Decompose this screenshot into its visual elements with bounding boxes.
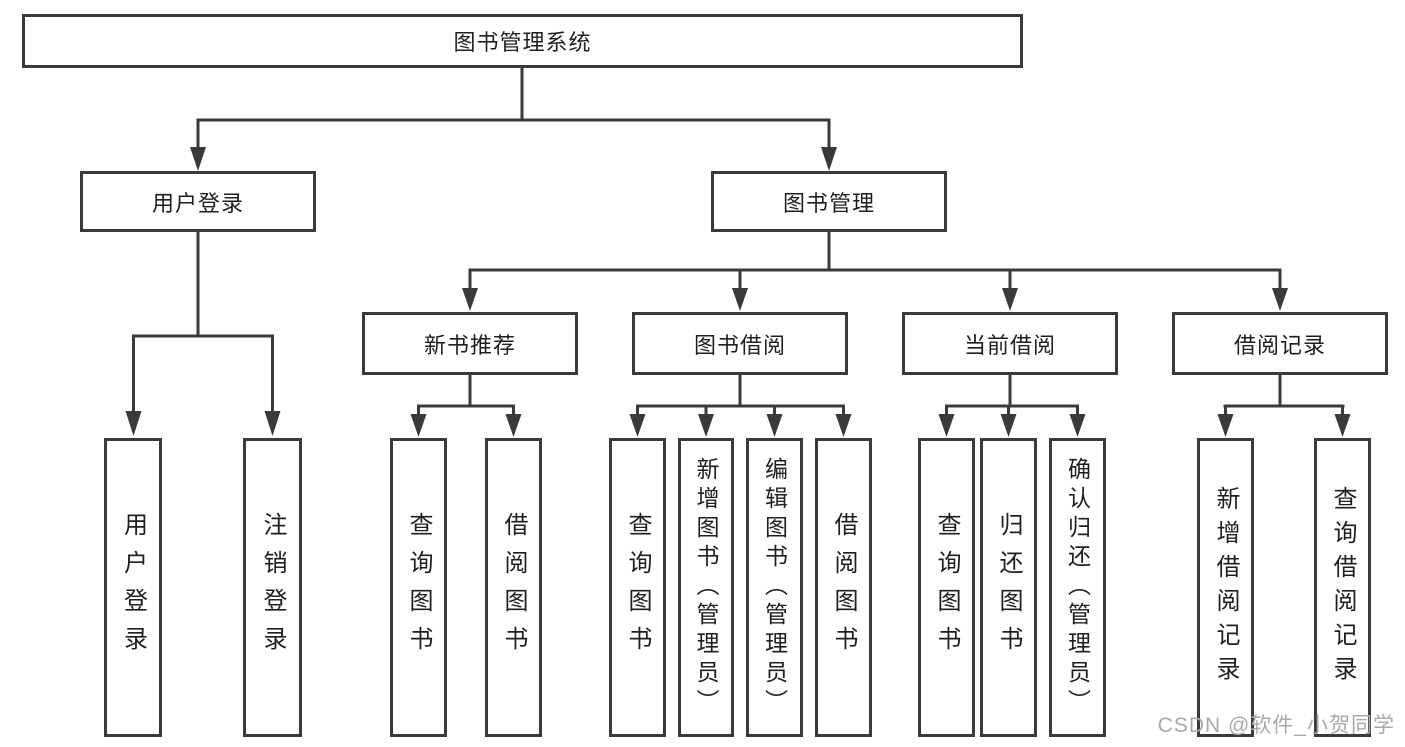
node-borrowing-records: 借阅记录 — [1172, 312, 1388, 375]
node-book-borrowing: 图书借阅 — [632, 312, 848, 375]
node-user-login-branch: 用户登录 — [80, 171, 316, 232]
node-root: 图书管理系统 — [22, 14, 1023, 68]
node-query-books-recommend: 查询图书 — [390, 438, 447, 737]
node-new-book-recommendation-label: 新书推荐 — [423, 332, 516, 358]
node-query-borrow-record: 查询借阅记录 — [1314, 438, 1371, 737]
node-edit-books-admin: 编辑图书（管理员） — [746, 438, 803, 737]
node-borrowing-records-label: 借阅记录 — [1233, 332, 1326, 358]
node-add-books-admin: 新增图书（管理员） — [678, 438, 734, 737]
node-query-books-current-label: 查询图书 — [933, 511, 960, 664]
node-user-login-branch-label: 用户登录 — [151, 190, 244, 216]
node-borrow-books-borrowing-label: 借阅图书 — [830, 511, 857, 664]
node-new-book-recommendation: 新书推荐 — [362, 312, 578, 375]
node-query-books-borrowing-label: 查询图书 — [624, 511, 651, 664]
node-borrow-books-recommend: 借阅图书 — [485, 438, 542, 737]
node-borrow-books-recommend-label: 借阅图书 — [500, 511, 527, 664]
node-user-login-leaf: 用户登录 — [104, 438, 162, 737]
node-confirm-return-admin-label: 确认归还（管理员） — [1064, 457, 1091, 718]
node-confirm-return-admin: 确认归还（管理员） — [1049, 438, 1106, 737]
node-add-borrow-record: 新增借阅记录 — [1197, 438, 1254, 737]
node-query-books-borrowing: 查询图书 — [609, 438, 666, 737]
node-root-label: 图书管理系统 — [453, 30, 592, 55]
node-query-borrow-record-label: 查询借阅记录 — [1329, 485, 1356, 690]
node-book-management-branch: 图书管理 — [711, 171, 947, 232]
node-logout-leaf-label: 注销登录 — [259, 511, 286, 664]
node-return-books-label: 归还图书 — [995, 511, 1022, 664]
node-query-books-current: 查询图书 — [918, 438, 975, 737]
node-book-management-branch-label: 图书管理 — [782, 190, 875, 216]
node-borrow-books-borrowing: 借阅图书 — [815, 438, 872, 737]
node-add-books-admin-label: 新增图书（管理员） — [693, 457, 719, 718]
node-book-borrowing-label: 图书借阅 — [693, 332, 786, 358]
node-edit-books-admin-label: 编辑图书（管理员） — [761, 457, 788, 718]
node-current-borrowing-label: 当前借阅 — [963, 332, 1056, 358]
node-query-books-recommend-label: 查询图书 — [405, 511, 432, 664]
csdn-watermark: CSDN @软件_小贺同学 — [1157, 714, 1395, 737]
node-add-borrow-record-label: 新增借阅记录 — [1212, 485, 1239, 690]
node-logout-leaf: 注销登录 — [243, 438, 302, 737]
node-return-books: 归还图书 — [980, 438, 1037, 737]
node-current-borrowing: 当前借阅 — [902, 312, 1118, 375]
node-user-login-leaf-label: 用户登录 — [119, 511, 147, 664]
